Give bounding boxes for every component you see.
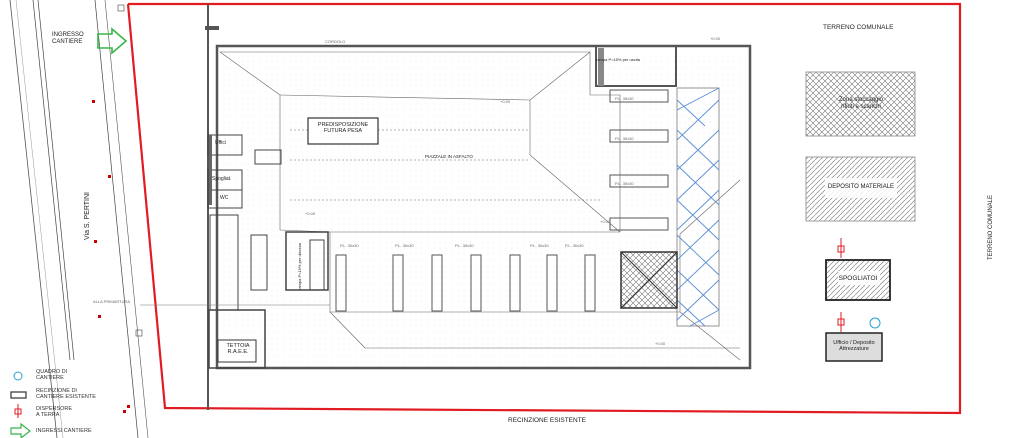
legend-fence-icon	[10, 391, 27, 399]
svg-text:P.L. 30x30: P.L. 30x30	[615, 181, 634, 186]
road	[9, 0, 149, 438]
legend-quadro-label: QUADRO DI CANTIERE	[36, 369, 68, 382]
svg-text:+0.00: +0.00	[710, 36, 721, 41]
legend-entrance-label: INGRESSI CANTIERE	[36, 428, 92, 434]
svg-text:+0.00: +0.00	[305, 211, 316, 216]
ramp-strip	[676, 87, 720, 327]
ramp-exit-label: rampa P=15% per uscita	[596, 57, 640, 62]
svg-text:P.L. 30x30: P.L. 30x30	[530, 243, 549, 248]
legend-quadro-icon	[13, 371, 23, 381]
svg-text:+0.00: +0.00	[655, 341, 666, 346]
svg-text:P.L. 30x30: P.L. 30x30	[615, 136, 634, 141]
legend-electrode-label: DISPERSORE A TERRA	[36, 406, 73, 419]
waste-zone-label: Zona stoccaggio rifiuti e scarichi	[838, 97, 884, 110]
legend-fence-label: RECINZIONE DI CANTIERE ESISTENTE	[36, 388, 96, 401]
office-storage-box	[825, 332, 883, 362]
office-storage-label: Ufficio / Deposito Attrezzature	[833, 340, 875, 353]
entrance-arrow-icon	[97, 27, 128, 55]
material-storage-label: DEPOSITO MATERIALE	[827, 184, 895, 190]
svg-text:P.L. 30x30: P.L. 30x30	[615, 96, 634, 101]
legend-entrance-icon	[10, 422, 31, 438]
bottom-fence-label: RECINZIONE ESISTENTE	[508, 417, 587, 424]
wc-label: WC	[220, 195, 229, 201]
canopy-label: TETTOIA R.A.E.E.	[226, 343, 250, 356]
svg-text:CORDOLO: CORDOLO	[325, 39, 345, 44]
svg-text:P.L. 30x30: P.L. 30x30	[395, 243, 414, 248]
crossed-square	[620, 251, 678, 309]
changing-room-label: Spogliat.	[212, 176, 232, 182]
svg-text:P.L. 30x30: P.L. 30x30	[340, 243, 359, 248]
asphalt-square-label: PIAZZALE IN ASFALTO	[425, 154, 473, 159]
svg-text:ALLA PRIMARTURA: ALLA PRIMARTURA	[93, 299, 130, 304]
svg-text:P.L. 30x30: P.L. 30x30	[565, 243, 584, 248]
entrance-label: INGRESSO CANTIERE	[52, 32, 84, 45]
site-panel-icon	[869, 317, 881, 329]
future-weighbridge-label: PREDISPOSIZIONE FUTURA PESA	[317, 122, 369, 135]
office-room-label: Uffici	[215, 140, 227, 146]
svg-text:P.L. 30x30: P.L. 30x30	[455, 243, 474, 248]
top-right-zone-label: TERRENO COMUNALE	[823, 24, 894, 31]
street-label: Via S. PERTINI	[84, 192, 91, 240]
waste-zone	[805, 71, 916, 137]
svg-text:+0.00: +0.00	[500, 99, 511, 104]
right-side-zone-label: TERRENO COMUNALE	[988, 194, 994, 260]
legend-electrode-icon	[14, 404, 22, 418]
left-rooms	[207, 134, 329, 369]
site-fence	[126, 2, 962, 415]
svg-text:+0.00: +0.00	[600, 219, 611, 224]
ground-electrode-icon	[837, 238, 845, 332]
changing-rooms-label: SPOGLIATOI	[838, 275, 878, 282]
ramp-descent-label: rampa P=15% per discesa	[297, 242, 302, 290]
future-weighbridge-box	[307, 117, 379, 145]
parking-bays	[335, 89, 669, 312]
legend	[10, 371, 31, 438]
